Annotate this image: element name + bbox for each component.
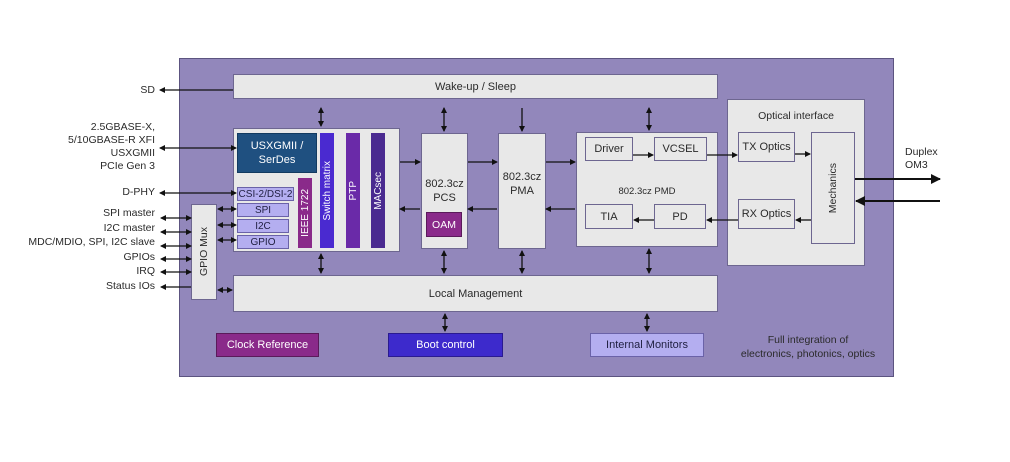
spi-block: SPI [237,203,289,217]
label-dphy: D-PHY [122,186,155,198]
label-status-ios: Status IOs [105,280,155,292]
pmd-title: 802.3cz PMD [618,186,676,197]
label-slave-interfaces: MDC/MDIO, SPI, I2C slave [28,236,155,248]
label-duplex-om3: Duplex OM3 [905,146,938,171]
clock-reference-block: Clock Reference [216,333,319,357]
optical-interface-title: Optical interface [758,110,834,122]
pma-block: 802.3cz PMA [498,133,546,249]
gpio-mux-label: GPIO Mux [198,227,210,277]
ptp-block: PTP [346,133,360,248]
usxgmii-serdes-block: USXGMII / SerDes [237,133,317,173]
label-gpios: GPIOs [123,251,155,263]
gpio-block: GPIO [237,235,289,249]
gpio-mux-block: GPIO Mux [191,204,217,300]
pd-block: PD [654,204,706,229]
integration-note: Full integration of electronics, photoni… [740,334,876,360]
macsec-block: MACsec [371,133,385,248]
rx-optics-block: RX Optics [738,199,795,229]
switch-matrix-block: Switch matrix [320,133,334,248]
mechanics-block: Mechanics [811,132,855,244]
boot-control-block: Boot control [388,333,503,357]
local-management-block: Local Management [233,275,718,312]
internal-monitors-block: Internal Monitors [590,333,704,357]
oam-block: OAM [426,212,462,237]
csi-dsi-block: CSI-2/DSI-2 [237,187,294,201]
ieee1722-block: IEEE 1722 [298,178,312,248]
label-i2c-master: I2C master [103,222,155,234]
label-spi-master: SPI master [103,207,155,219]
label-irq: IRQ [136,265,155,277]
tx-optics-block: TX Optics [738,132,795,162]
label-sd: SD [140,84,155,96]
vcsel-block: VCSEL [654,137,707,161]
label-serdes-protocols: 2.5GBASE-X, 5/10GBASE-R XFI USXGMII PCIe… [68,121,155,172]
tia-block: TIA [585,204,633,229]
i2c-block: I2C [237,219,289,233]
wake-sleep-block: Wake-up / Sleep [233,74,718,99]
driver-block: Driver [585,137,633,161]
